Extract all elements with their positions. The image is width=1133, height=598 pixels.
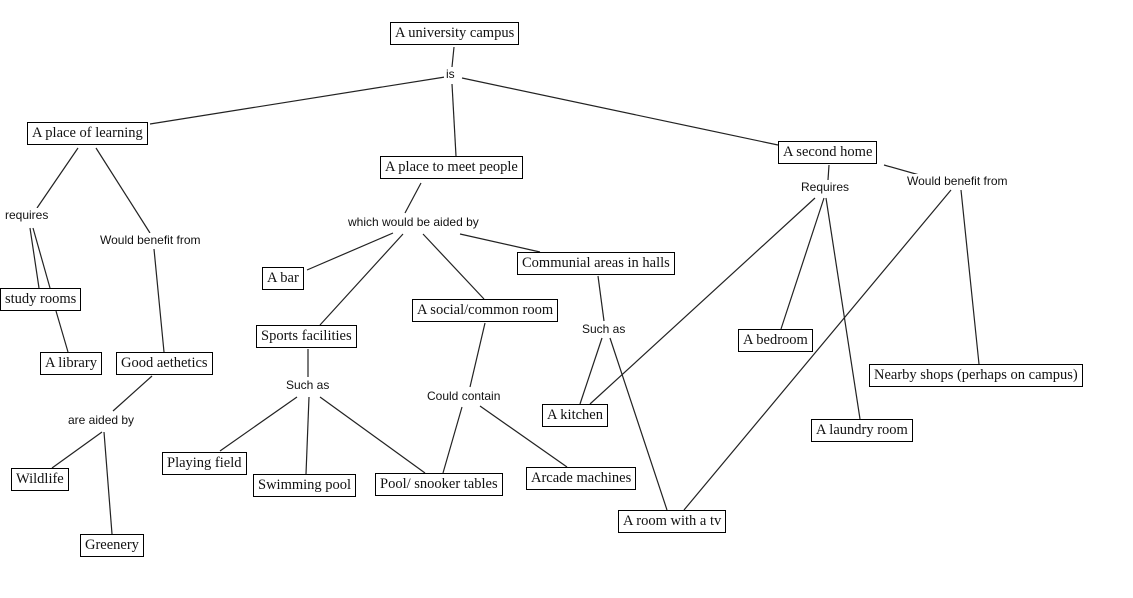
concept-place-of-learning[interactable]: A place of learning: [27, 122, 148, 145]
concept-study-rooms[interactable]: study rooms: [0, 288, 82, 311]
connector-line: [149, 76, 446, 125]
link-is: is: [444, 67, 457, 81]
concept-good-aesthetics[interactable]: Good aethetics: [116, 352, 213, 375]
connector-line: [153, 248, 165, 353]
concept-library[interactable]: A library: [40, 352, 102, 375]
connector-line: [103, 431, 113, 535]
connector-line: [960, 189, 980, 365]
concept-laundry-room[interactable]: A laundry room: [811, 419, 913, 442]
concept-social-common-room[interactable]: A social/common room: [412, 299, 559, 322]
link-requires-home: Requires: [799, 180, 852, 194]
concept-bar[interactable]: A bar: [262, 267, 304, 290]
concept-university-campus[interactable]: A university campus: [390, 22, 520, 45]
concept-nearby-shops[interactable]: Nearby shops (perhaps on campus): [869, 364, 1083, 387]
connector-line: [461, 77, 779, 146]
concept-greenery[interactable]: Greenery: [80, 534, 144, 557]
connector-line: [825, 197, 861, 420]
connector-line: [469, 322, 486, 388]
link-benefit-learning: Would benefit from: [98, 233, 203, 247]
connector-line: [95, 147, 151, 234]
link-are-aided-by: are aided by: [66, 413, 137, 427]
concept-kitchen[interactable]: A kitchen: [542, 404, 608, 427]
concept-room-with-tv[interactable]: A room with a tv: [618, 510, 727, 533]
connector-line: [29, 227, 40, 289]
concept-bedroom[interactable]: A bedroom: [738, 329, 813, 352]
link-which-would-be-aided-by: which would be aided by: [346, 215, 481, 229]
connector-line: [451, 46, 455, 68]
connector-line: [442, 406, 463, 474]
connector-line: [479, 405, 568, 468]
concept-pool-snooker-tables[interactable]: Pool/ snooker tables: [375, 473, 503, 496]
concept-wildlife[interactable]: Wildlife: [11, 468, 69, 491]
connector-line: [319, 396, 426, 474]
connector-line: [36, 147, 79, 209]
concept-place-to-meet-people[interactable]: A place to meet people: [380, 156, 523, 179]
concept-communal-areas[interactable]: Communial areas in halls: [517, 252, 675, 275]
connector-line: [319, 233, 404, 326]
connector-line: [459, 233, 541, 253]
connector-line: [589, 197, 816, 405]
link-such-as-communal: Such as: [580, 322, 628, 336]
concept-sports-facilities[interactable]: Sports facilities: [256, 325, 357, 348]
connector-line: [51, 431, 103, 469]
link-such-as-sports: Such as: [284, 378, 332, 392]
concept-swimming-pool[interactable]: Swimming pool: [253, 474, 357, 497]
concept-playing-field[interactable]: Playing field: [162, 452, 247, 475]
connector-line: [55, 310, 69, 353]
connector-line: [780, 197, 825, 330]
connector-line: [579, 337, 603, 405]
connector-line: [305, 396, 310, 475]
link-requires-learning: requires: [3, 208, 51, 222]
connector-line: [609, 337, 668, 511]
concept-second-home[interactable]: A second home: [778, 141, 878, 164]
link-benefit-home: Would benefit from: [905, 174, 1010, 188]
connector-line: [451, 83, 457, 157]
connector-line: [306, 232, 394, 271]
connector-line: [683, 189, 952, 511]
connector-line: [597, 275, 605, 322]
concept-arcade-machines[interactable]: Arcade machines: [526, 467, 637, 490]
connector-line: [32, 227, 51, 289]
connector-line: [219, 396, 298, 452]
connector-line: [404, 182, 422, 214]
connector-line: [827, 164, 830, 181]
connector-line: [112, 375, 153, 412]
link-could-contain: Could contain: [425, 389, 503, 403]
connector-line: [422, 233, 485, 300]
